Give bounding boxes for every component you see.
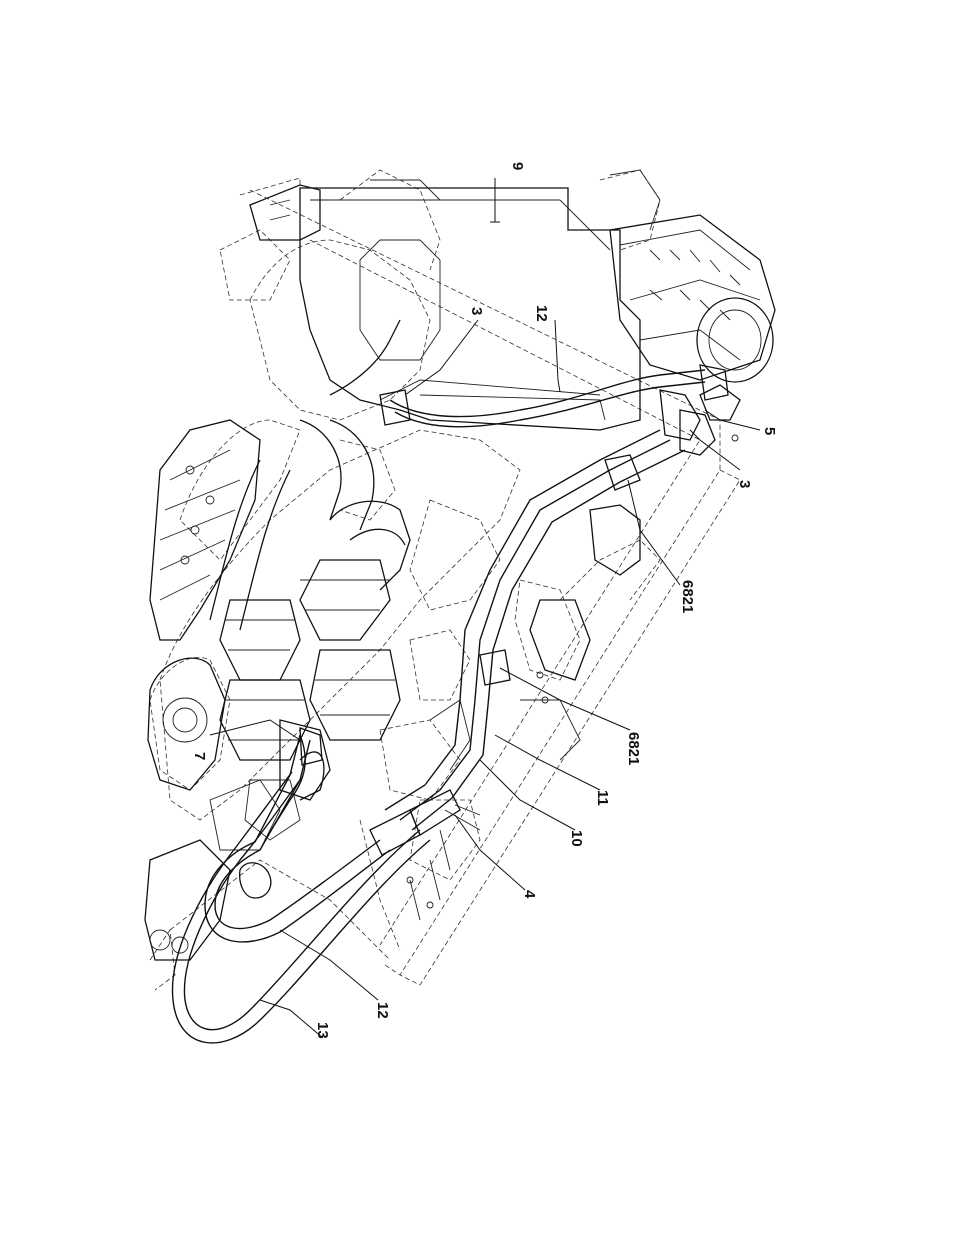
- callout-13: 13: [314, 1022, 331, 1039]
- callout-5: 5: [761, 427, 778, 435]
- phantom-engine-outline: [150, 170, 740, 990]
- callout-12-lower: 12: [374, 1002, 391, 1019]
- callout-6821-lower: 6821: [625, 732, 642, 765]
- callout-3-lower: 3: [736, 480, 753, 488]
- callout-3-upper: 3: [468, 307, 485, 315]
- callout-12-upper: 12: [533, 305, 550, 322]
- callout-9: 9: [509, 162, 526, 170]
- callout-7: 7: [191, 752, 208, 760]
- callout-6821-upper: 6821: [679, 580, 696, 613]
- callout-11: 11: [594, 790, 611, 806]
- callout-10: 10: [568, 830, 585, 847]
- callout-4: 4: [521, 890, 538, 899]
